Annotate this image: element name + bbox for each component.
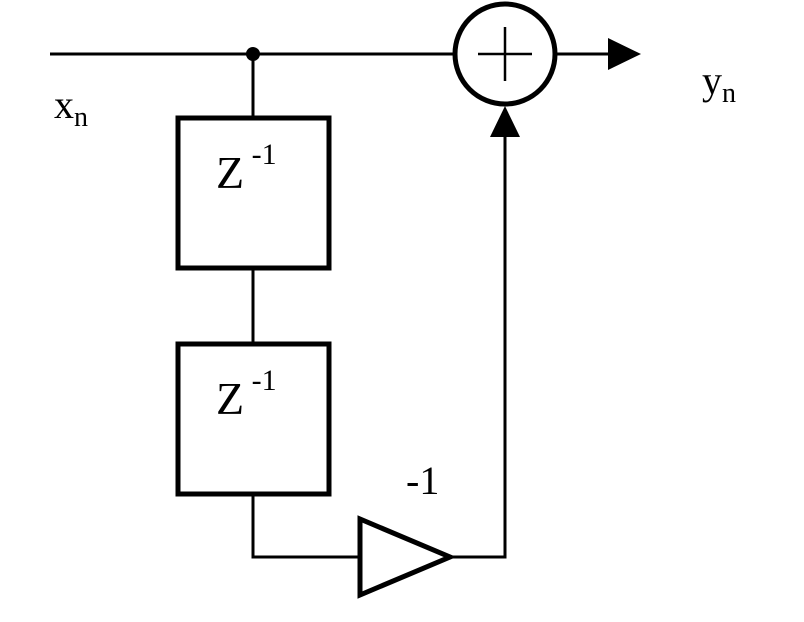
delay-block-1-base: Z — [216, 147, 244, 198]
delay-block-1: Z -1 — [175, 115, 332, 271]
input-label: xn — [54, 82, 88, 133]
adder — [452, 1, 558, 107]
gain-label: -1 — [406, 458, 439, 503]
output-label: yn — [702, 58, 736, 109]
output-arrow — [608, 38, 641, 70]
output-label-subscript: n — [722, 78, 736, 109]
delay-block-2-exponent: -1 — [244, 364, 277, 397]
output-label-base: y — [702, 58, 722, 103]
delay-block-2: Z -1 — [175, 341, 332, 497]
feedback-wire — [450, 135, 507, 559]
delay-block-1-exponent: -1 — [244, 138, 277, 171]
svg-text:Z -1: Z -1 — [216, 138, 277, 198]
input-label-subscript: n — [74, 102, 88, 133]
delay-to-gain-wire — [251, 494, 360, 559]
gain-triangle — [357, 515, 457, 599]
delay-block-2-base: Z — [216, 373, 244, 424]
adder-input-arrow — [490, 106, 520, 137]
input-label-base: x — [54, 82, 74, 127]
svg-text:Z -1: Z -1 — [216, 364, 277, 424]
